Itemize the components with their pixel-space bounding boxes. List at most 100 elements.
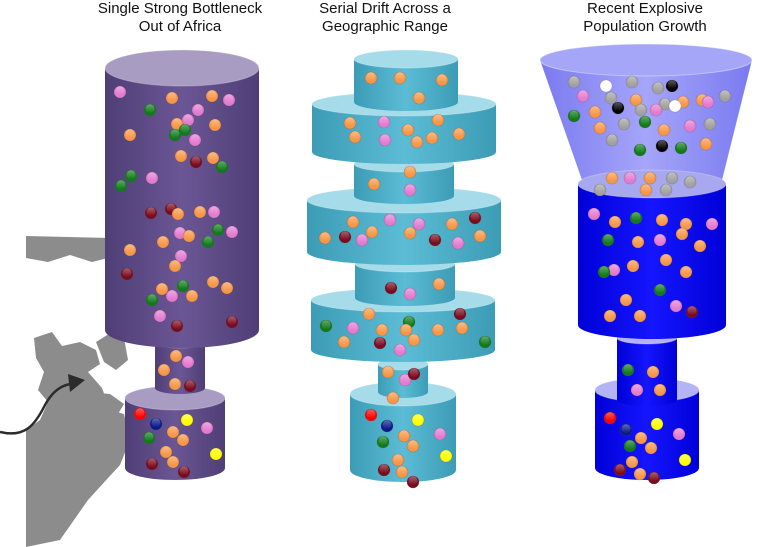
population-dot [604, 91, 618, 105]
population-dot [625, 455, 639, 469]
population-dot [679, 265, 693, 279]
population-dot [665, 171, 679, 185]
population-dot [638, 115, 652, 129]
panel-title-single-bottleneck: Single Strong Bottleneck Out of Africa [97, 0, 263, 35]
population-dot [428, 233, 442, 247]
population-dot [225, 315, 239, 329]
population-dot [659, 253, 673, 267]
population-dot [651, 81, 665, 95]
population-dot [169, 349, 183, 363]
population-dot [625, 75, 639, 89]
population-dot [182, 229, 196, 243]
population-dot [380, 419, 394, 433]
population-dot [381, 365, 395, 379]
population-dot [629, 93, 643, 107]
population-dot [644, 441, 658, 455]
population-dot [343, 116, 357, 130]
population-dot [451, 236, 465, 250]
population-dot [355, 233, 369, 247]
population-dot [200, 421, 214, 435]
population-dot [155, 282, 169, 296]
population-dot [384, 281, 398, 295]
population-dot [207, 205, 221, 219]
population-dot [653, 233, 667, 247]
population-dot [165, 91, 179, 105]
population-dot [601, 233, 615, 247]
population-dot [705, 217, 719, 231]
population-dot [411, 413, 425, 427]
population-dot [412, 217, 426, 231]
population-dot [145, 457, 159, 471]
population-dot [149, 417, 163, 431]
population-dot [165, 289, 179, 303]
population-dot [634, 103, 648, 117]
population-dot [634, 431, 648, 445]
migration-arrowhead-icon [68, 374, 85, 392]
population-dot [567, 75, 581, 89]
population-dot [657, 123, 671, 137]
panel-title-explosive-growth: Recent Explosive Population Growth [583, 0, 707, 35]
population-dot [181, 355, 195, 369]
population-dot [619, 293, 633, 307]
population-dot [679, 217, 693, 231]
population-dot [683, 175, 697, 189]
population-dot [633, 467, 647, 481]
population-dot [607, 263, 621, 277]
population-dot [191, 103, 205, 117]
population-dot [123, 243, 137, 257]
population-dot [376, 435, 390, 449]
population-dot [174, 249, 188, 263]
population-dot [478, 335, 492, 349]
population-dot [185, 289, 199, 303]
population-dot [718, 89, 732, 103]
population-dot [397, 429, 411, 443]
population-dot [613, 463, 627, 477]
population-dot [668, 99, 682, 113]
population-dot [168, 128, 182, 142]
cylinder-purple-main [104, 49, 260, 348]
population-dot [650, 417, 664, 431]
population-dot [623, 439, 637, 453]
population-dot [188, 133, 202, 147]
population-dot [367, 177, 381, 191]
population-dot [159, 445, 173, 459]
population-dot [685, 305, 699, 319]
population-dot [145, 171, 159, 185]
population-dot [439, 449, 453, 463]
population-dot [431, 113, 445, 127]
population-dot [452, 127, 466, 141]
population-dot [168, 259, 182, 273]
population-dot [455, 321, 469, 335]
population-dot [412, 91, 426, 105]
population-dot [346, 321, 360, 335]
population-dot [407, 333, 421, 347]
population-dot [468, 211, 482, 225]
population-dot [220, 281, 234, 295]
population-dot [674, 141, 688, 155]
population-dot [653, 283, 667, 297]
population-dot [215, 160, 229, 174]
population-dot [143, 103, 157, 117]
population-dot [205, 89, 219, 103]
population-dot [178, 123, 192, 137]
population-dot [124, 169, 138, 183]
cylinder-teal-top [353, 49, 459, 111]
population-dot [168, 377, 182, 391]
population-dot [603, 309, 617, 323]
population-dot [588, 105, 602, 119]
population-dot [346, 215, 360, 229]
population-dot [403, 165, 417, 179]
population-dot [669, 299, 683, 313]
population-dot [365, 225, 379, 239]
population-dot [703, 117, 717, 131]
population-dot [180, 413, 194, 427]
population-dot [599, 79, 613, 93]
population-dot [393, 343, 407, 357]
population-dot [623, 171, 637, 185]
population-dot [611, 101, 625, 115]
population-dot [672, 427, 686, 441]
population-dot [166, 425, 180, 439]
population-dot [377, 115, 391, 129]
population-dot [701, 95, 715, 109]
